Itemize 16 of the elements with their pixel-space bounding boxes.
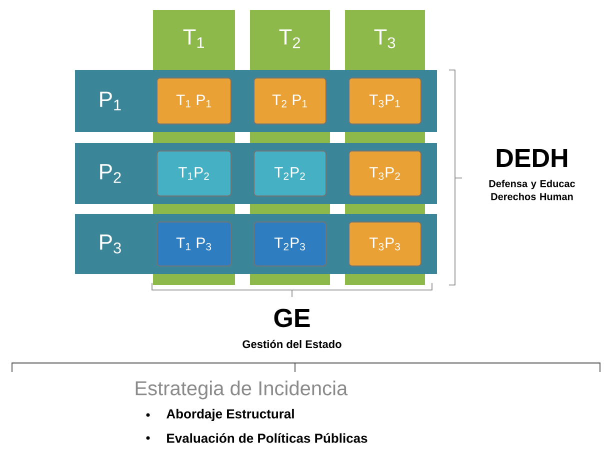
heading: Estrategia de Incidencia <box>136 380 348 400</box>
bullet-item: Evaluación de Políticas Públicas <box>167 433 368 443</box>
subtitle: Gestión del Estado <box>242 340 342 348</box>
acronym: GE <box>274 308 310 328</box>
matrix-cell: T$_{2}$ P$_{1}$ <box>254 78 326 124</box>
matrix-cell: T$_{3}$P$_{2}$ <box>348 150 422 196</box>
matrix-cell: T$_{1}$P$_{2}$ <box>156 150 232 196</box>
bullet-item: Abordaje Estructural <box>166 408 294 422</box>
subtitle: Defensa y Educac Derechos Human <box>489 180 576 200</box>
matrix-cell: T$_{3}$P$_{3}$ <box>348 222 422 266</box>
acronym: DEDH <box>496 149 568 167</box>
matrix-cell: T$_{1}$ P$_{1}$ <box>156 78 232 124</box>
matrix-cell: T$_{1}$ P$_{3}$ <box>156 222 232 266</box>
matrix-cell: T$_{2}$P$_{2}$ <box>254 150 326 196</box>
matrix-cell: T$_{3}$P$_{1}$ <box>348 78 422 124</box>
matrix-cell: T$_{2}$P$_{3}$ <box>254 222 326 266</box>
